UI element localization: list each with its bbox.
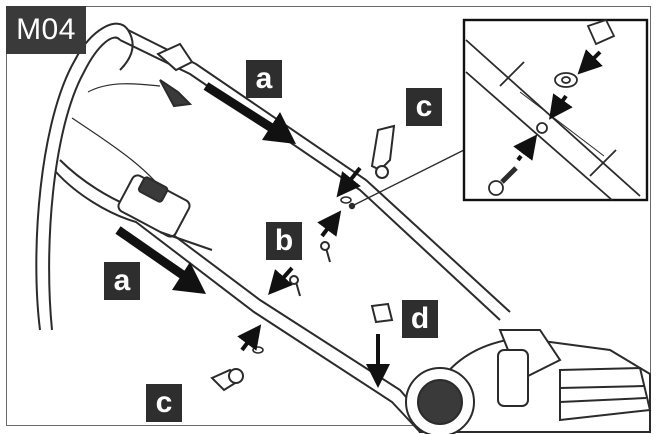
bolt-b-lower bbox=[289, 275, 301, 297]
arrow-a-lower bbox=[115, 226, 206, 294]
mower-body bbox=[405, 329, 652, 434]
label-b: b bbox=[266, 222, 302, 260]
label-c-upper: c bbox=[406, 88, 442, 126]
label-a-lower: a bbox=[104, 262, 140, 300]
detail-inset bbox=[462, 18, 649, 202]
bolt-b-upper bbox=[320, 241, 331, 263]
washer-lower bbox=[252, 346, 264, 354]
knob-c-upper bbox=[370, 124, 396, 179]
switch-box bbox=[117, 174, 213, 251]
small-arrows bbox=[237, 166, 390, 388]
arrow-a-upper bbox=[203, 82, 296, 144]
label-d: d bbox=[402, 300, 438, 338]
step-badge: M04 bbox=[6, 6, 86, 54]
washer-upper bbox=[340, 196, 352, 204]
callout-connector bbox=[348, 149, 465, 210]
cable-clip-top bbox=[156, 42, 194, 108]
nut-d bbox=[370, 302, 394, 324]
label-c-lower: c bbox=[146, 384, 182, 422]
knob-c-lower bbox=[210, 368, 244, 392]
label-a-upper: a bbox=[246, 60, 282, 98]
